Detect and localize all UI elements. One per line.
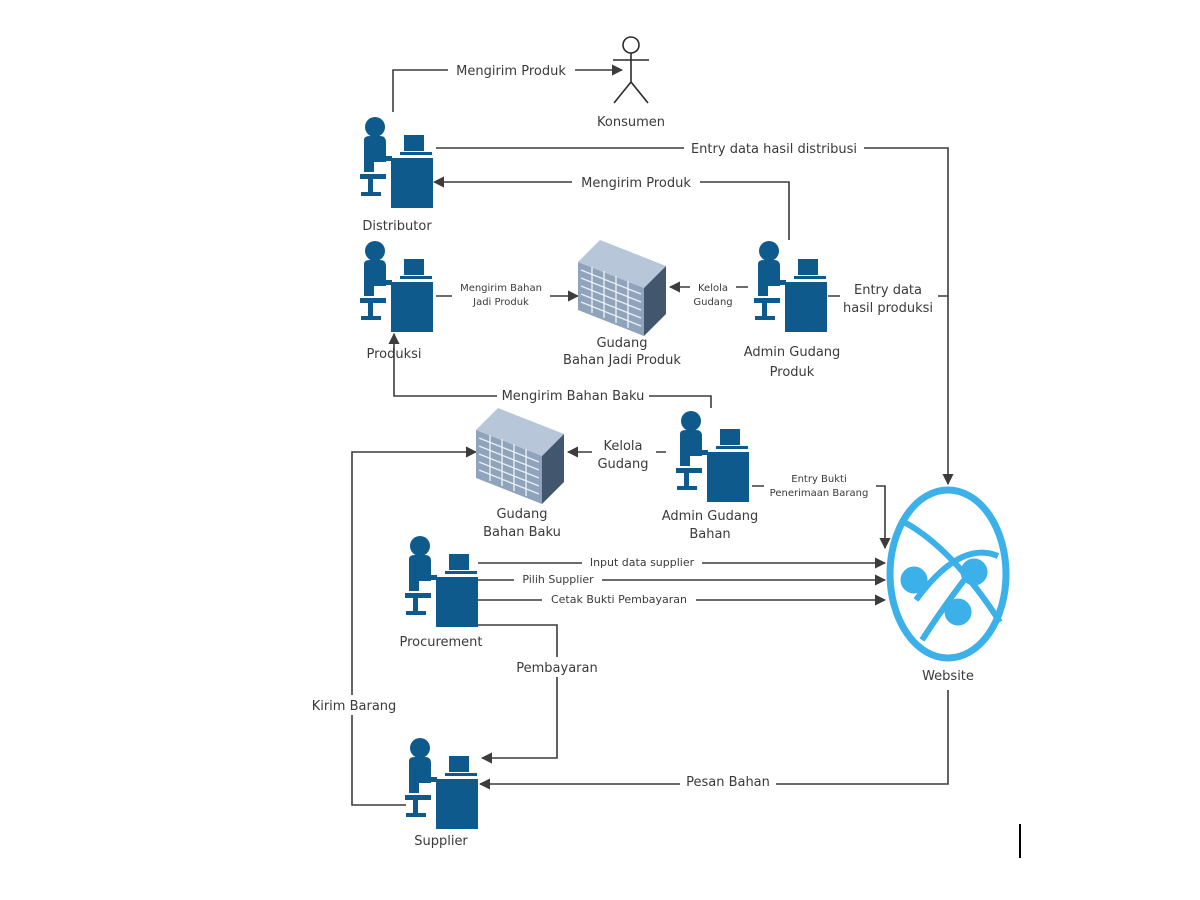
edge-distributor-website xyxy=(436,147,954,486)
supplier-icon xyxy=(405,738,478,829)
edge-label: Penerimaan Barang xyxy=(770,488,869,499)
edge-label: Kirim Barang xyxy=(312,699,397,714)
edge-label: Entry data hasil distribusi xyxy=(691,142,857,157)
admin-produk-label: Produk xyxy=(770,365,815,380)
edge-label: Pesan Bahan xyxy=(686,775,770,790)
edge-label: Mengirim Bahan xyxy=(460,283,542,294)
edge-procurement-supplier xyxy=(478,624,558,764)
edge-label: Gudang xyxy=(693,297,732,308)
gudang-jadi-label: Bahan Jadi Produk xyxy=(563,353,681,368)
admin-produk-icon xyxy=(754,241,827,332)
edge-label: Input data supplier xyxy=(590,556,695,569)
edge-label: Kelola xyxy=(698,283,728,294)
procurement-label: Procurement xyxy=(399,635,482,650)
gudang-jadi-label: Gudang xyxy=(596,336,647,351)
edge-label: Kelola xyxy=(603,439,642,454)
gudang-baku-label: Bahan Baku xyxy=(483,525,561,540)
produksi-label: Produksi xyxy=(366,347,421,362)
edge-label: Mengirim Produk xyxy=(456,64,566,79)
admin-bahan-icon xyxy=(676,411,749,502)
gudang-baku-label: Gudang xyxy=(496,507,547,522)
edge-label: Cetak Bukti Pembayaran xyxy=(551,593,687,606)
produksi-icon xyxy=(360,241,433,332)
edge-label: Pilih Supplier xyxy=(522,573,594,586)
edge-label: Entry Bukti xyxy=(791,474,846,485)
edge-label: Gudang xyxy=(597,457,648,472)
edge-supplier-gudang-baku xyxy=(351,446,478,806)
admin-bahan-label: Bahan xyxy=(689,527,730,542)
website-label: Website xyxy=(922,669,974,684)
procurement-icon xyxy=(405,536,478,627)
gudang-baku-server-icon xyxy=(475,407,565,505)
edge-admin-produk-distributor xyxy=(432,176,790,240)
edge-label: hasil produksi xyxy=(843,301,933,316)
konsumen-label: Konsumen xyxy=(597,115,665,130)
edge-label: Mengirim Bahan Baku xyxy=(502,389,645,404)
gudang-jadi-server-icon xyxy=(577,239,667,337)
edge-label: Pembayaran xyxy=(516,661,597,676)
supplier-label: Supplier xyxy=(414,834,468,849)
edge-website-supplier xyxy=(478,690,949,790)
distributor-label: Distributor xyxy=(362,219,432,234)
distributor-icon xyxy=(360,117,433,208)
website-globe-icon xyxy=(886,486,1010,662)
edge-label: Jadi Produk xyxy=(472,297,529,308)
edge-label: Mengirim Produk xyxy=(581,176,691,191)
konsumen-actor-icon xyxy=(613,36,649,104)
edge-label: Entry data xyxy=(854,283,922,298)
admin-produk-label: Admin Gudang xyxy=(744,345,841,360)
admin-bahan-label: Admin Gudang xyxy=(662,509,759,524)
